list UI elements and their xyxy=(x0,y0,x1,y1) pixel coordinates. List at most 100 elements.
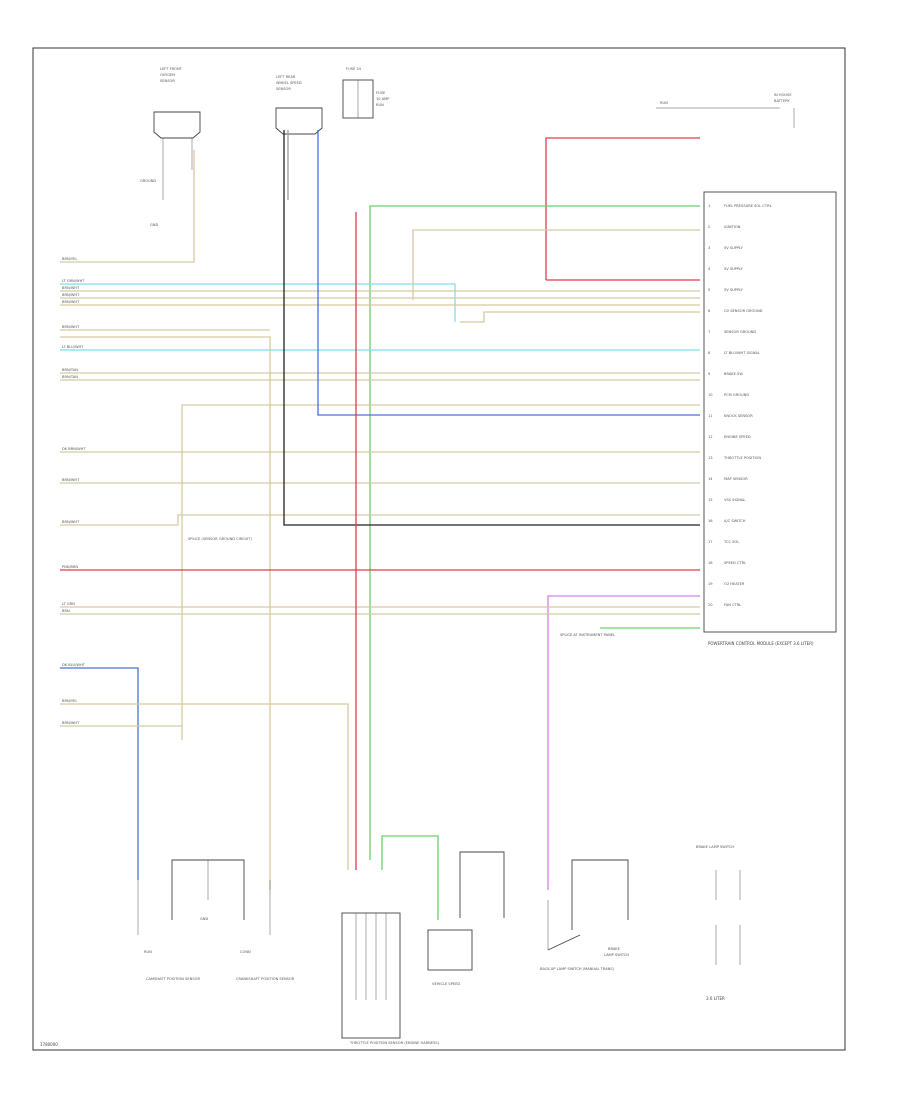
pcm-pin-label: VSS SIGNAL xyxy=(724,498,745,502)
svg-text:OXYGEN: OXYGEN xyxy=(160,73,175,77)
mid-note: SPLICE (SENSOR GROUND CIRCUIT) xyxy=(188,537,252,541)
left-label: LT BLU/WHT xyxy=(62,345,84,349)
top-sensor-left-label: LEFT FRONT xyxy=(160,67,183,71)
left-label: BRN/TAN xyxy=(62,368,78,372)
left-label: PNK/BRN xyxy=(62,565,78,569)
svg-text:BATTERY: BATTERY xyxy=(774,99,791,103)
pcm-pin-label: SPEED CTRL xyxy=(724,561,746,565)
svg-text:RUN: RUN xyxy=(660,101,668,105)
top-ignition: IN HOUSE BATTERY RUN xyxy=(656,93,795,128)
pcm-pin-label: TCC SOL xyxy=(723,540,739,544)
wire-cyan-1 xyxy=(60,283,456,322)
bottom-label-6: BRAKE LAMP SWITCH xyxy=(696,845,734,849)
pcm-pin-label: SENSOR GROUND xyxy=(724,330,756,334)
left-label: BRN/YEL xyxy=(62,257,77,261)
pcm-pin-label: FUEL PRESSURE SOL CTRL xyxy=(724,204,772,208)
svg-text:FUSE: FUSE xyxy=(376,91,386,95)
svg-text:SENSOR: SENSOR xyxy=(160,79,175,83)
bottom-label-3: THROTTLE POSITION SENSOR (ENGINE HARNESS… xyxy=(349,1041,440,1045)
bottom-crank-sensor: CONN CRANKSHAFT POSITION SENSOR xyxy=(236,880,295,981)
bottom-label-2: CRANKSHAFT POSITION SENSOR xyxy=(236,977,295,981)
wire-tan-16 xyxy=(60,703,349,870)
pcm-pin-number: 9 xyxy=(708,372,711,376)
footer-code: 1780000 xyxy=(40,1042,58,1047)
left-label: BRN/TAN xyxy=(62,375,78,379)
left-label: BRN/WHT xyxy=(62,478,80,482)
right-label: 3.6 LITER xyxy=(706,996,725,1001)
top-sensor-mid: LEFT REAR WHEEL SPEED SENSOR xyxy=(275,75,323,135)
svg-text:SENSOR: SENSOR xyxy=(276,87,291,91)
bottom-right-harness: BRAKE LAMP SWITCH 3.6 LITER xyxy=(696,845,741,1001)
pcm-pin-number: 1 xyxy=(708,204,710,208)
pcm-pin-label: BRAKE SW xyxy=(724,372,743,376)
wire-tan-10 xyxy=(181,404,700,740)
left-label: DK BLU/WHT xyxy=(62,663,86,667)
pcm-pin-number: 4 xyxy=(708,267,711,271)
pcm-pin-number: 10 xyxy=(708,393,713,397)
pcm-pin-label: THROTTLE POSITION xyxy=(723,456,761,460)
pcm-pin-label: MAP SENSOR xyxy=(724,477,748,481)
pcm-pin-number: 16 xyxy=(708,519,713,523)
pcm-pin-number: 3 xyxy=(708,246,710,250)
pcm-pin-number: 7 xyxy=(708,330,710,334)
wire-green-3 xyxy=(381,835,439,920)
pcm-pin-label: KNOCK SENSOR xyxy=(724,414,753,418)
diagram-frame xyxy=(32,47,846,1051)
bottom-backup-switch: BACK-UP LAMP SWITCH (MANUAL TRANS) BRAKE… xyxy=(540,859,629,971)
pcm-title: POWERTRAIN CONTROL MODULE (EXCEPT 3.6 LI… xyxy=(708,641,814,646)
pcm-pin-label: A/C SWITCH xyxy=(724,519,746,523)
pcm-pin-label: PCM GROUND xyxy=(724,393,749,397)
wire-green-main xyxy=(369,205,700,860)
wire-tan-1 xyxy=(412,229,700,300)
top-sensor-left: LEFT FRONT OXYGEN SENSOR GROUND GND xyxy=(140,67,201,227)
pcm-pin-label: FAN CTRL xyxy=(724,603,741,607)
fuse-label: FUSE 24 xyxy=(346,67,362,71)
pcm-pin-label: 5V SUPPLY xyxy=(724,288,744,292)
left-label: LT GRN/WHT xyxy=(62,279,85,283)
wires xyxy=(60,130,700,920)
pcm-pin-number: 19 xyxy=(708,582,713,586)
pcm-pin-number: 5 xyxy=(708,288,710,292)
pcm-pin-number: 14 xyxy=(708,477,713,481)
left-label: BRN/WHT xyxy=(62,300,80,304)
pcm-pin-label: O2 HEATER xyxy=(724,582,745,586)
svg-text:GND: GND xyxy=(150,223,158,227)
bottom-label-5: BACK-UP LAMP SWITCH (MANUAL TRANS) xyxy=(540,967,615,971)
svg-text:CONN: CONN xyxy=(240,950,251,954)
left-label: BRN/WHT xyxy=(62,721,80,725)
wire-tan-sensor xyxy=(60,150,195,263)
left-label: BRN/YEL xyxy=(62,699,77,703)
svg-text:IN HOUSE: IN HOUSE xyxy=(774,93,792,97)
left-connector-labels: BRN/YEL LT GRN/WHT BRN/WHT BRN/WHT BRN/WHT BR… xyxy=(62,257,86,725)
left-label: BRN/WHT xyxy=(62,325,80,329)
top-sensor-mid-label: LEFT REAR xyxy=(276,75,296,79)
svg-text:GND: GND xyxy=(200,917,208,921)
svg-text:WHEEL SPEED: WHEEL SPEED xyxy=(276,81,302,85)
wire-tan-7 xyxy=(60,336,271,890)
pcm-pin-label: O2 SENSOR GROUND xyxy=(724,309,763,313)
svg-text:LAMP SWITCH: LAMP SWITCH xyxy=(604,953,629,957)
splice-note: SPLICE AT INSTRUMENT PANEL xyxy=(560,633,615,637)
svg-text:10 AMP: 10 AMP xyxy=(376,97,390,101)
wire-blue-2 xyxy=(60,667,139,880)
left-label: BRN/WHT xyxy=(62,520,80,524)
pcm-pin-number: 17 xyxy=(708,540,713,544)
pcm-pin-number: 6 xyxy=(708,309,711,313)
svg-text:RUN: RUN xyxy=(376,103,384,107)
pcm-pin-label: ENGINE SPEED xyxy=(724,435,751,439)
pcm-module: POWERTRAIN CONTROL MODULE (EXCEPT 3.6 LI… xyxy=(703,191,837,646)
wire-blue-1 xyxy=(317,130,700,416)
bottom-tps: THROTTLE POSITION SENSOR (ENGINE HARNESS… xyxy=(341,912,440,1045)
bottom-cam-sensor: RUN CAMSHAFT POSITION SENSOR xyxy=(137,880,200,981)
pcm-pin-label: 5V SUPPLY xyxy=(724,267,744,271)
pcm-pin-number: 20 xyxy=(708,603,713,607)
pcm-pin-number: 8 xyxy=(708,351,711,355)
pcm-pin-label: IGNITION xyxy=(724,225,741,229)
bottom-label-1: CAMSHAFT POSITION SENSOR xyxy=(146,977,200,981)
bottom-label-4: VEHICLE SPEED xyxy=(432,982,460,986)
wire-black-1 xyxy=(283,130,700,526)
wire-tan-5 xyxy=(460,311,700,323)
left-label: BRN xyxy=(62,609,70,613)
